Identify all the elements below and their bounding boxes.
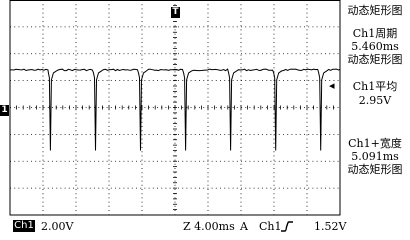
- measurement-1-source: 动态矩形图: [347, 53, 403, 66]
- trigger-position-marker: T: [171, 7, 180, 18]
- oscilloscope-display: [9, 0, 341, 216]
- measurement-3-source: 动态矩形图: [347, 163, 403, 176]
- trigger-level: 1.52V: [314, 220, 347, 233]
- measurement-3-title: Ch1+宽度: [348, 137, 402, 150]
- trigger-mode: A: [240, 220, 248, 233]
- measurement-3-value: 5.091ms: [351, 150, 399, 163]
- channel-badge: Ch1: [13, 220, 35, 232]
- rising-edge-icon: [281, 221, 293, 232]
- volts-per-div: 2.00V: [41, 220, 74, 233]
- measurement-2-value: 2.95V: [358, 94, 392, 107]
- ground-level-marker: 1: [0, 105, 9, 116]
- ch1-waveform: [10, 68, 341, 151]
- timebase: Z 4.00ms: [183, 220, 235, 233]
- trace-level-arrow-icon: ◂: [329, 79, 335, 92]
- top-label: 动态矩形图: [347, 4, 403, 17]
- trigger-source: Ch1: [259, 220, 282, 233]
- graticule: [9, 0, 341, 216]
- measurement-2-title: Ch1平均: [352, 80, 398, 93]
- measurement-1-title: Ch1周期: [352, 27, 398, 40]
- measurement-1-value: 5.460ms: [351, 40, 399, 53]
